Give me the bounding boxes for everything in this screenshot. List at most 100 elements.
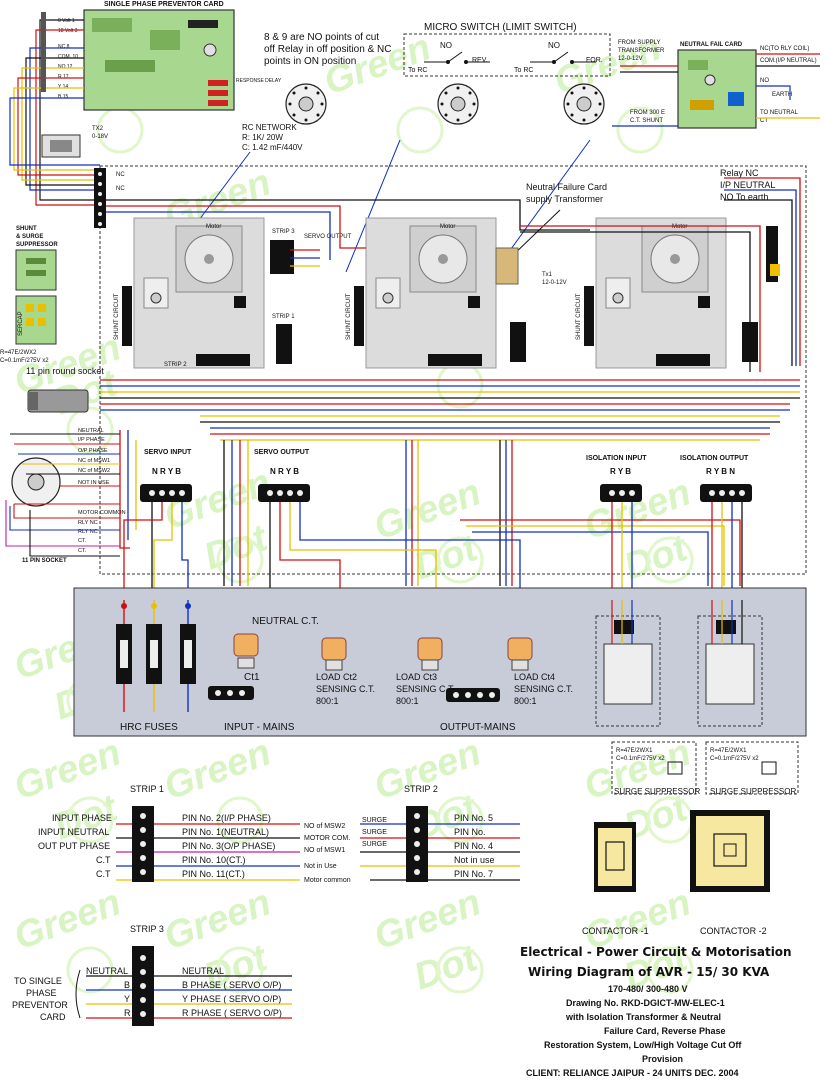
suppressor-r-label: R=47E/2WX1 <box>616 748 653 754</box>
strip1-right: PIN No. 10(CT.) <box>182 855 246 865</box>
title-line: Restoration System, Low/High Voltage Cut… <box>544 1040 742 1050</box>
shunt-circuit-label: SHUNT CIRCUIT <box>346 293 352 340</box>
neutral-fail-title: NEUTRAL FAIL CARD <box>680 42 743 48</box>
strip2-left: MOTOR COM. <box>304 835 350 842</box>
title-line: 170-480/ 300-480 V <box>608 984 688 994</box>
nc-label: NC <box>116 172 125 178</box>
preventor-title: SINGLE PHASE PREVENTOR CARD <box>104 1 224 8</box>
preventor-pin-label: NO 12 <box>58 64 73 70</box>
socket-pin-label: NC of MSW1 <box>78 458 110 464</box>
strip1-title: STRIP 1 <box>130 784 164 794</box>
ratio-label: 800:1 <box>316 696 339 706</box>
from-300e-label: FROM 300 E <box>630 110 665 116</box>
sensing-label: SENSING C.T. <box>514 684 573 694</box>
shunt-title: & SURGE <box>16 234 43 240</box>
hrc-fuses-label: HRC FUSES <box>120 722 178 733</box>
nf-supply-label: Neutral Failure Card <box>526 182 607 192</box>
output-mains-label: OUTPUT-MAINS <box>440 722 516 733</box>
strip2-title: STRIP 2 <box>404 784 438 794</box>
strip3-to-card: PHASE <box>26 988 57 998</box>
isolation-output-block: ISOLATION OUTPUT R Y B N <box>680 455 752 502</box>
ct-shunt-label: C.T. SHUNT <box>630 118 663 124</box>
ms-rev-label: REV. <box>472 57 488 64</box>
preventor-pin-label: R 17 <box>58 74 69 80</box>
suppressor-r-label: R=47E/2WX1 <box>710 748 747 754</box>
strip1-right: PIN No. 2(I/P PHASE) <box>182 813 271 823</box>
servo-unit-2: Motor SHUNT CIRCUIT Tx1 12-0-12V <box>346 217 567 369</box>
strip3-left-top: NEUTRAL <box>86 966 128 976</box>
servo-unit-3: Motor SHUNT CIRCUIT <box>576 217 780 369</box>
motor-label: Motor <box>440 224 455 230</box>
panel-wiring <box>100 177 801 586</box>
input-mains-label: INPUT - MAINS <box>224 722 295 733</box>
strip3-right: R PHASE ( SERVO O/P) <box>182 1008 282 1018</box>
strip2-label: STRIP 2 <box>164 362 187 368</box>
shunt-title: SUPPRESSOR <box>16 242 58 248</box>
socket-pin-label: RLY NC <box>78 520 98 526</box>
panel-terminal-strip: NC NC <box>94 168 125 228</box>
strip2-table: STRIP 2 NO of MSW2 MOTOR COM. NO of MSW1… <box>304 784 520 884</box>
socket-pin-label: NOT IN USE <box>78 480 110 486</box>
strip2-left: NO of MSW1 <box>304 847 345 854</box>
socket-pin-label: O/P PHASE <box>78 448 108 454</box>
tx2-label: TX2 <box>92 126 104 132</box>
tx1-label: Tx1 <box>542 272 553 278</box>
strip2-left: NO of MSW2 <box>304 823 345 830</box>
strip1-left: INPUT NEUTRAL <box>38 827 109 837</box>
relay-nc-label: Relay NC <box>720 168 759 178</box>
surge-label: SURGE <box>362 829 387 836</box>
contactor-label: CONTACTOR -1 <box>582 926 649 936</box>
strip1-left: C.T <box>96 855 111 865</box>
ms-torc-label: To RC <box>514 67 533 74</box>
tx2-transformer: TX2 0-18V <box>41 126 108 158</box>
watermark-text: Dot <box>199 517 274 579</box>
suppressor-c-label: C=0.1mF/275V x2 <box>710 756 759 762</box>
isolation-input-phases: R Y B <box>610 467 631 476</box>
strip1-left: OUT PUT PHASE <box>38 841 110 851</box>
socket-pin-label: MOTOR COMMON <box>78 510 126 516</box>
tx2-volt: 0-18V <box>92 134 108 140</box>
strip2-right: PIN No. 4 <box>454 841 493 851</box>
strip2-right: Not in use <box>454 855 495 865</box>
strip1-left: INPUT PHASE <box>52 813 112 823</box>
relay-11pin-top <box>285 83 605 125</box>
shunt-rc-label: R=47E/2WX2 <box>0 350 37 356</box>
strip2-right: PIN No. 5 <box>454 813 493 823</box>
sensing-label: SENSING C.T. <box>316 684 375 694</box>
isolation-input-block: ISOLATION INPUT R Y B <box>586 455 647 502</box>
preventor-pin-label: NC 8 <box>58 44 70 50</box>
ct1-label: Ct1 <box>244 672 260 683</box>
surge-label: SURGE <box>362 817 387 824</box>
ratio-label: 800:1 <box>396 696 419 706</box>
rc-network-title: RC NETWORK <box>242 123 297 132</box>
strip1-label: STRIP 1 <box>272 314 295 320</box>
title-line: Drawing No. RKD-DGICT-MW-ELEC-1 <box>566 998 725 1008</box>
tx-volt-label: 12-0-12V <box>618 56 643 62</box>
ip-neutral-label: I/P NEUTRAL <box>720 180 775 190</box>
strip1-right: PIN No. 11(CT.) <box>182 869 245 879</box>
surge-suppressor-label: SURGE SUPPRESSOR <box>710 787 796 796</box>
preventor-pin-label: COM. 10 <box>58 54 78 60</box>
servo-input-block: SERVO INPUT N R Y B <box>140 449 192 502</box>
socket-top-label: 11 pin round socket <box>26 366 104 376</box>
socket-bottom-label: 11 PIN SOCKET <box>22 558 67 564</box>
surge-label: SURGE <box>362 841 387 848</box>
socket-11pin: NEUTRAL I/P PHASE O/P PHASE NC of MSW1 N… <box>5 428 126 564</box>
strip3-right: NEUTRAL <box>182 966 224 976</box>
load-ct-label: LOAD Ct3 <box>396 672 437 682</box>
strip2-left: Not in Use <box>304 863 337 870</box>
nf-ct-label: CT <box>760 118 768 124</box>
strip3-letter: Y <box>124 994 130 1004</box>
strip1-left: C.T <box>96 869 111 879</box>
servo-input-phases: N R Y B <box>152 467 181 476</box>
strip2-right: PIN No. <box>454 827 486 837</box>
title-line: Wiring Diagram of AVR - 15/ 30 KVA <box>528 965 770 979</box>
ms-torc-label: To RC <box>408 67 427 74</box>
nc-label: NC <box>116 186 125 192</box>
load-ct-label: LOAD Ct2 <box>316 672 357 682</box>
round-socket: 11 pin round socket <box>26 366 104 413</box>
ms-for-label: FOR. <box>586 57 603 64</box>
nf-to-neutral-label: TO NEUTRAL <box>760 110 799 116</box>
servo-input-title: SERVO INPUT <box>144 449 192 456</box>
